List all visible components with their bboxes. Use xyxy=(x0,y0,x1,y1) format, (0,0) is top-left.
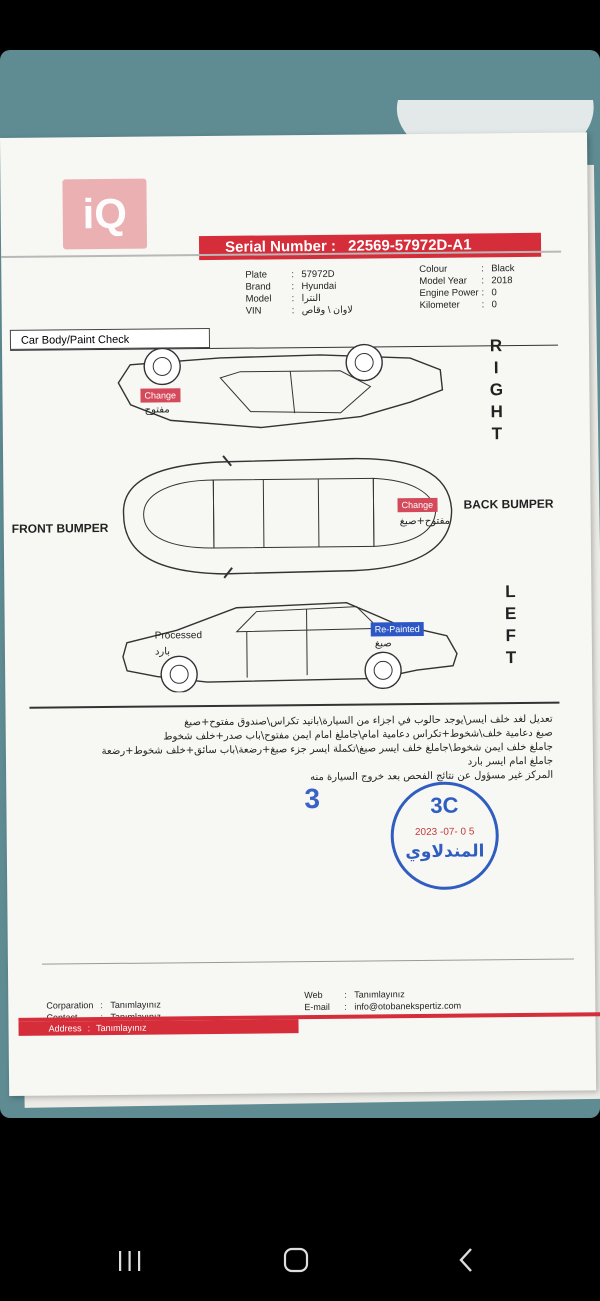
section-divider xyxy=(29,701,560,709)
info-row-kilometer: Kilometer:0 xyxy=(419,299,497,311)
damage-notes: تعديل لغد خلف ايسر\يوجد حالوب في اجزاء م… xyxy=(53,713,554,788)
info-row-model-year: Model Year:2018 xyxy=(419,275,513,287)
handwritten-mark: 3 xyxy=(304,782,321,815)
stamp-name: المندلاوي xyxy=(405,841,485,863)
vehicle-info-left: Plate:57972D Brand:Hyundai Model:النترا … xyxy=(245,269,353,318)
stamp-code: 3C xyxy=(430,792,459,818)
vehicle-info-right: Colour:Black Model Year:2018 Engine Powe… xyxy=(419,263,515,312)
serial-number-banner: Serial Number : 22569-57972D-A1 xyxy=(198,232,542,261)
front-bumper-label: FRONT BUMPER xyxy=(11,520,109,536)
left-processed-tag: Processed xyxy=(154,630,203,642)
right-change-tag: Change xyxy=(140,388,181,403)
car-left-side-diagram xyxy=(122,601,458,693)
inspection-report-page: iQ Serial Number : 22569-57972D-A1 Plate… xyxy=(0,132,600,1096)
address-bar: Address:Tanımlayınız xyxy=(18,1019,299,1036)
footer-rule xyxy=(41,958,574,965)
info-row-model: Model:النترا xyxy=(245,292,321,305)
back-icon[interactable] xyxy=(436,1240,496,1280)
footer-email: E-mail:info@otobanekspertiz.com xyxy=(304,1000,462,1013)
footer-corporation: Corparation:Tanımlayınız xyxy=(46,999,161,1011)
photo-background: iQ Serial Number : 22569-57972D-A1 Plate… xyxy=(0,50,600,1118)
left-processed-arabic: بارد xyxy=(154,646,171,658)
footer-right: Web:Tanımlayınız E-mail:info@otobanekspe… xyxy=(304,988,461,1014)
left-repainted-tag: Re-Painted xyxy=(370,621,424,637)
info-row-plate: Plate:57972D xyxy=(245,268,335,281)
iq-logo: iQ xyxy=(62,178,148,250)
top-change-arabic: مفتوح+صبغ xyxy=(399,515,451,528)
inspection-stamp: 3C 2023 -07- 0 5 المندلاوي xyxy=(390,781,500,891)
car-top-view-diagram xyxy=(122,455,453,579)
home-icon[interactable] xyxy=(266,1240,326,1280)
info-row-engine-power: Engine Power:0 xyxy=(419,287,497,299)
info-row-vin: VIN:لاوان \ وقاص xyxy=(245,304,353,317)
info-row-colour: Colour:Black xyxy=(419,263,515,275)
stamp-date: 2023 -07- 0 5 xyxy=(414,826,475,839)
left-repainted-arabic: صبغ xyxy=(374,638,392,650)
recent-apps-icon[interactable] xyxy=(100,1240,160,1280)
android-nav-bar xyxy=(0,1230,600,1292)
car-right-side-diagram xyxy=(117,343,444,429)
right-change-arabic: مفتوح xyxy=(144,404,170,416)
top-change-tag: Change xyxy=(397,497,438,513)
info-row-brand: Brand:Hyundai xyxy=(245,280,337,293)
back-bumper-label: BACK BUMPER xyxy=(463,496,554,512)
